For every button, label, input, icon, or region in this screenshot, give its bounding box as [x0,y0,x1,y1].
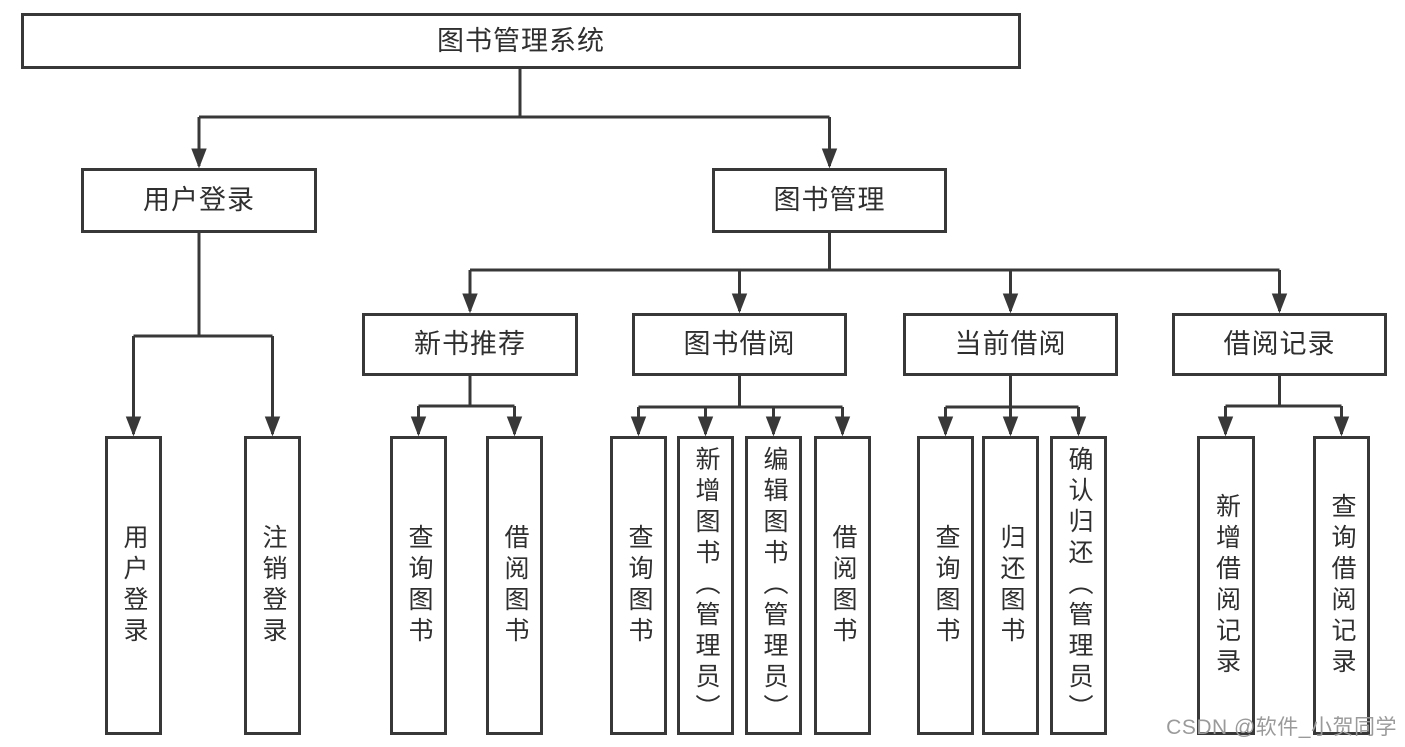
node-label: 注销登录 [259,523,287,648]
leaf-logout: 注销登录 [244,436,301,735]
node-label: 用户登录 [143,185,255,215]
node-label: 编辑图书（管理员） [760,446,788,725]
node-label: 图书借阅 [683,329,796,359]
leaf-borrowing-query-books: 查询图书 [610,436,667,735]
node-label: 查询借阅记录 [1328,492,1356,679]
leaf-current-confirm-return-admin: 确认归还（管理员） [1050,436,1107,735]
node-label: 新书推荐 [414,329,526,359]
leaf-borrowing-borrow-books: 借阅图书 [814,436,871,735]
node-book-borrowing: 图书借阅 [632,313,847,376]
leaf-newbooks-query-books: 查询图书 [390,436,447,735]
leaf-records-query-borrow-record: 查询借阅记录 [1313,436,1370,735]
node-label: 借阅记录 [1223,329,1336,359]
leaf-borrowing-add-books-admin: 新增图书（管理员） [677,436,734,735]
node-label: 新增借阅记录 [1212,492,1241,679]
leaf-records-add-borrow-record: 新增借阅记录 [1197,436,1255,735]
node-current-borrowing: 当前借阅 [903,313,1118,376]
csdn-watermark: CSDN @软件_小贺同学 [1166,716,1397,739]
node-label: 归还图书 [997,523,1025,648]
node-label: 借阅图书 [829,523,857,648]
node-label: 确认归还（管理员） [1065,446,1093,725]
leaf-current-return-books: 归还图书 [982,436,1039,735]
node-book-management-system: 图书管理系统 [21,13,1021,69]
leaf-borrowing-edit-books-admin: 编辑图书（管理员） [745,436,802,735]
node-label: 新增图书（管理员） [692,446,720,725]
node-label: 查询图书 [932,523,960,648]
node-borrowing-records: 借阅记录 [1172,313,1387,376]
node-label: 查询图书 [405,523,433,648]
node-user-login: 用户登录 [81,168,317,233]
node-label: 当前借阅 [954,329,1067,359]
node-label: 用户登录 [120,523,148,648]
node-new-book-recommendation: 新书推荐 [362,313,578,376]
node-label: 图书管理系统 [437,25,605,56]
leaf-current-query-books: 查询图书 [917,436,974,735]
node-label: 图书管理 [773,185,886,215]
leaf-newbooks-borrow-books: 借阅图书 [486,436,543,735]
node-label: 查询图书 [625,523,653,648]
node-label: 借阅图书 [501,523,529,648]
leaf-user-login: 用户登录 [105,436,162,735]
node-book-management: 图书管理 [712,168,947,233]
